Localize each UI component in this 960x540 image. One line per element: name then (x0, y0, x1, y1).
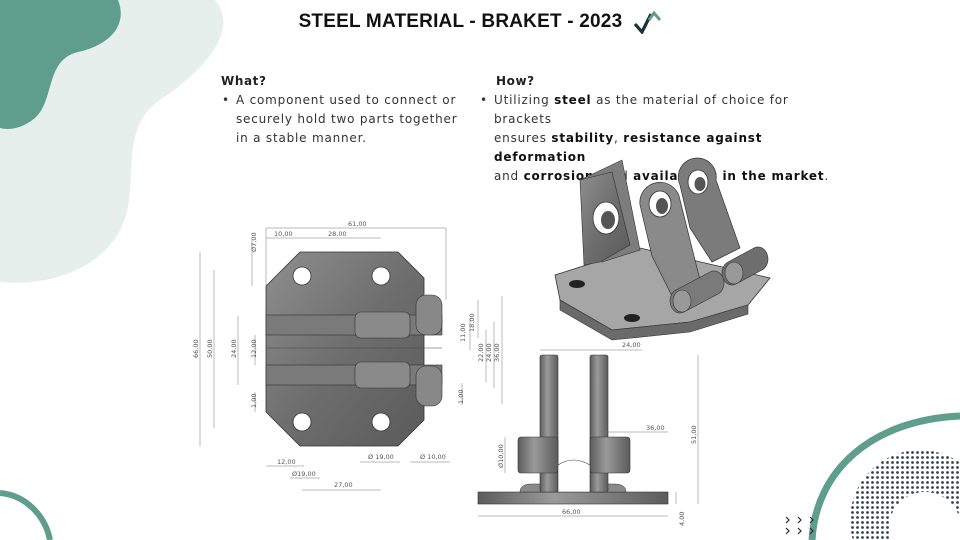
chevron-pattern-icon (785, 516, 814, 535)
front-view-pin-right (589, 436, 631, 474)
dim-front-w36: 36,00 (646, 424, 665, 432)
dim-overall-width: 61,00 (348, 220, 367, 228)
dim-bottom-12: 12,00 (277, 458, 296, 466)
top-view-rail-upper (265, 314, 443, 336)
top-view-hole (371, 266, 391, 286)
dim-bottom-d19a: Ø19,00 (292, 470, 316, 478)
teal-blob-shape (0, 0, 121, 129)
top-view-pin-upper (415, 294, 443, 336)
dim-bottom-d10: Ø 10,00 (420, 453, 446, 461)
dim-left-1: 1,00 (250, 394, 258, 408)
top-view-rail-lower (265, 364, 443, 386)
dim-front-top-24: 24,00 (622, 341, 641, 349)
header: STEEL MATERIAL - BRAKET - 2023 (0, 10, 960, 34)
dim-left-12: 12,00 (250, 339, 258, 358)
how-text: as the material of choice for brackets (494, 93, 789, 126)
top-view-lug-lower (354, 361, 411, 389)
dim-right-1: 1,00 (457, 390, 465, 404)
top-view-pin-lower (415, 365, 443, 407)
what-line-1: A component used to connect or (236, 93, 457, 107)
dim-front-d10: Ø10,00 (497, 444, 505, 468)
top-view-hole (292, 266, 312, 286)
bullet-dot: • (222, 93, 230, 107)
dim-hole-top: Ø7,00 (250, 232, 258, 252)
iso-base-front (559, 299, 749, 341)
how-text: ensures (494, 131, 552, 145)
isometric-view-drawing (554, 157, 771, 341)
how-text: and (494, 169, 524, 183)
dim-front-w66: 66,00 (562, 508, 581, 516)
check-caret-logo-icon (634, 10, 662, 34)
how-line-2: ensures stability, resistance against de… (494, 129, 844, 167)
dim-bottom-27: 27,00 (334, 481, 353, 489)
iso-base-hole (569, 280, 585, 288)
mint-blob-shape (0, 0, 224, 283)
top-view-hole (371, 412, 391, 432)
how-resistance: resistance against deformation (494, 131, 763, 164)
teal-ring-bottom-right (808, 412, 960, 540)
how-line-1: Utilizing steel as the material of choic… (494, 91, 844, 129)
dim-hole-spacing: 28,00 (328, 230, 347, 238)
iso-base-hole (624, 314, 640, 322)
bullet-dot: • (480, 93, 488, 107)
front-view-drawing: 24,00 Ø10,00 36,00 51,00 66,00 4,00 (477, 341, 699, 526)
dim-right-18: 18,00 (468, 313, 476, 332)
dim-inner-height: 50,00 (206, 339, 214, 358)
dim-right-36: 36,00 (493, 343, 501, 362)
dim-overall-height: 66,00 (192, 339, 200, 358)
how-heading: How? (496, 74, 535, 88)
teal-arc-bottom-left (0, 490, 53, 540)
top-view-drawing: 61,00 28,00 10,00 Ø7,00 66,00 50,00 24,0… (192, 220, 503, 491)
dim-front-h4: 4,00 (678, 512, 686, 526)
halftone-hole (889, 492, 960, 540)
what-line-2: securely hold two parts together (236, 112, 458, 126)
what-heading: What? (221, 74, 267, 88)
how-text: . (824, 169, 830, 183)
dim-left-24: 24,00 (230, 339, 238, 358)
top-view-lug-upper (354, 311, 411, 339)
how-steel: steel (554, 93, 592, 107)
dim-right-11: 11,00 (459, 323, 467, 342)
dim-right-22: 22,00 (477, 343, 485, 362)
what-bullet: • A component used to connect or securel… (222, 91, 466, 148)
how-stability: stability (551, 131, 615, 145)
how-corrosion: corrosion (523, 169, 595, 183)
top-view-hole (292, 412, 312, 432)
dim-bottom-d19b: Ø 19,00 (368, 453, 394, 461)
top-view-plate (265, 251, 425, 447)
dim-offset-top: 10,00 (274, 230, 293, 238)
how-text: Utilizing (494, 93, 555, 107)
how-text: , (614, 131, 624, 145)
front-view-pin-left (517, 436, 559, 474)
dim-right-24: 24,00 (485, 343, 493, 362)
front-view-base (477, 491, 669, 505)
page-title: STEEL MATERIAL - BRAKET - 2023 (298, 11, 623, 32)
dim-front-h51: 51,00 (690, 425, 698, 444)
what-line-3: in a stable manner. (236, 131, 367, 145)
